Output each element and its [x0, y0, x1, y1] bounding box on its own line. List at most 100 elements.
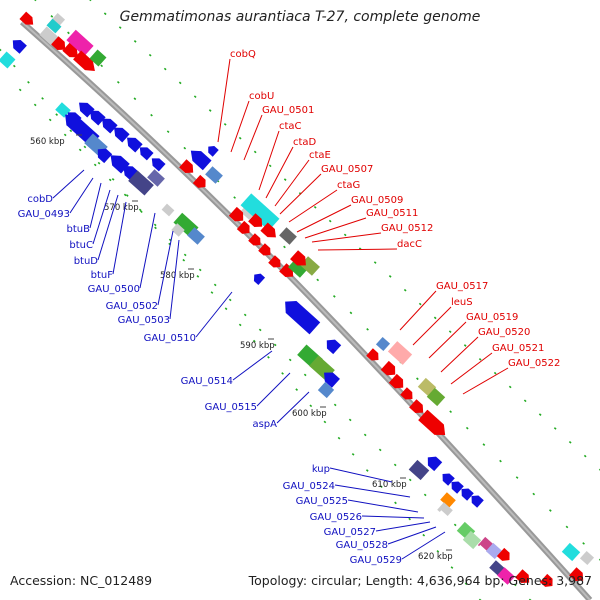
gene-feature-52[interactable] [323, 336, 342, 355]
gene-feature-25[interactable] [128, 170, 154, 196]
gene-feature-4[interactable] [0, 51, 16, 69]
gene-feature-88[interactable] [561, 542, 581, 562]
gene-feature-55[interactable] [320, 368, 340, 388]
gene-label-reverse[interactable]: GAU_0525 [296, 496, 348, 507]
gene-feature-61[interactable] [388, 373, 407, 392]
gene-label-reverse[interactable]: cobD [27, 194, 53, 205]
gene-label-forward[interactable]: GAU_0521 [492, 343, 544, 354]
gene-feature-33[interactable] [205, 166, 223, 184]
gene-feature-59[interactable] [366, 348, 382, 363]
gene-label-forward[interactable]: ctaE [309, 150, 331, 161]
gene-feature-30[interactable] [171, 223, 185, 237]
gene-feature-0[interactable] [19, 11, 36, 29]
gene-label-forward[interactable]: cobQ [230, 49, 256, 60]
gene-feature-35[interactable] [192, 174, 209, 191]
gene-feature-74[interactable] [440, 492, 456, 508]
gene-feature-11[interactable] [55, 102, 71, 118]
gene-feature-70[interactable] [439, 470, 455, 486]
gene-label-reverse[interactable]: btuF [91, 270, 114, 281]
gene-label-forward[interactable]: GAU_0517 [436, 281, 488, 292]
gene-label-forward[interactable]: cobU [249, 91, 274, 102]
gene-feature-78[interactable] [462, 530, 482, 550]
gene-feature-15[interactable] [98, 115, 118, 134]
gene-label-reverse[interactable]: GAU_0500 [88, 284, 140, 295]
gene-label-reverse[interactable]: btuC [69, 240, 93, 251]
gene-feature-26[interactable] [147, 169, 165, 187]
gene-feature-16[interactable] [110, 124, 130, 143]
gene-feature-50[interactable] [251, 271, 266, 286]
gene-label-reverse[interactable]: btuD [74, 256, 99, 267]
gene-feature-87[interactable] [539, 573, 556, 590]
gene-label-reverse[interactable]: GAU_0529 [350, 555, 402, 566]
gene-feature-37[interactable] [240, 193, 280, 231]
gene-feature-2[interactable] [46, 18, 62, 34]
gene-feature-69[interactable] [424, 453, 443, 472]
gene-label-reverse[interactable]: aspA [252, 419, 277, 430]
gene-feature-49[interactable] [290, 250, 310, 270]
gene-feature-57[interactable] [375, 336, 391, 352]
gene-label-reverse[interactable]: GAU_0524 [283, 481, 335, 492]
gene-feature-85[interactable] [515, 569, 533, 587]
gene-feature-56[interactable] [317, 381, 335, 399]
gene-feature-7[interactable] [62, 42, 81, 62]
gene-label-forward[interactable]: GAU_0519 [466, 312, 518, 323]
gene-label-forward[interactable]: GAU_0512 [381, 223, 433, 234]
gene-feature-13[interactable] [75, 99, 95, 118]
gene-label-reverse[interactable]: GAU_0528 [336, 540, 388, 551]
gene-feature-72[interactable] [458, 485, 474, 501]
gene-label-forward[interactable]: GAU_0520 [478, 327, 530, 338]
gene-feature-90[interactable] [569, 567, 587, 585]
gene-feature-17[interactable] [123, 134, 143, 153]
gene-feature-76[interactable] [435, 510, 449, 524]
gene-feature-39[interactable] [260, 222, 279, 242]
gene-label-forward[interactable]: ctaD [293, 137, 317, 148]
gene-feature-62[interactable] [400, 387, 416, 402]
gene-feature-14[interactable] [86, 107, 106, 126]
gene-feature-9[interactable] [73, 50, 99, 76]
gene-label-forward[interactable]: GAU_0501 [262, 105, 314, 116]
gene-label-forward[interactable]: ctaG [337, 180, 360, 191]
gene-feature-29[interactable] [187, 227, 205, 245]
gene-feature-44[interactable] [268, 255, 284, 270]
gene-feature-58[interactable] [387, 341, 413, 365]
gene-feature-3[interactable] [9, 36, 27, 54]
gene-feature-42[interactable] [248, 233, 264, 248]
gene-feature-40[interactable] [248, 213, 266, 231]
gene-feature-31[interactable] [186, 146, 212, 171]
gene-feature-64[interactable] [426, 387, 446, 407]
gene-feature-71[interactable] [448, 478, 464, 494]
gene-label-forward[interactable]: GAU_0522 [508, 358, 560, 369]
gene-label-reverse[interactable]: GAU_0527 [324, 527, 376, 538]
gene-feature-80[interactable] [472, 544, 490, 562]
gene-feature-6[interactable] [51, 36, 69, 54]
gene-label-reverse[interactable]: GAU_0514 [181, 376, 233, 387]
gene-feature-34[interactable] [179, 159, 197, 177]
gene-feature-60[interactable] [380, 360, 399, 379]
gene-feature-46[interactable] [288, 258, 308, 278]
gene-feature-10[interactable] [89, 49, 107, 67]
gene-label-reverse[interactable]: GAU_0526 [310, 512, 362, 523]
gene-feature-8[interactable] [66, 29, 94, 57]
gene-feature-73[interactable] [468, 492, 484, 508]
gene-feature-75[interactable] [437, 502, 453, 518]
gene-feature-89[interactable] [579, 550, 595, 566]
gene-label-reverse[interactable]: GAU_0515 [205, 402, 257, 413]
gene-label-reverse[interactable]: GAU_0493 [18, 209, 70, 220]
gene-feature-22[interactable] [94, 145, 113, 164]
gene-feature-5[interactable] [39, 26, 59, 46]
gene-feature-43[interactable] [258, 243, 274, 258]
gene-label-forward[interactable]: ctaC [279, 121, 302, 132]
gene-feature-27[interactable] [161, 203, 175, 217]
gene-feature-51[interactable] [280, 296, 321, 335]
gene-feature-82[interactable] [496, 547, 513, 564]
gene-label-reverse[interactable]: GAU_0510 [144, 333, 196, 344]
gene-feature-19[interactable] [148, 155, 166, 172]
gene-feature-48[interactable] [279, 227, 297, 245]
gene-feature-67[interactable] [418, 409, 450, 440]
gene-feature-65[interactable] [409, 399, 427, 417]
gene-label-reverse[interactable]: GAU_0502 [106, 301, 158, 312]
gene-label-reverse[interactable]: kup [312, 464, 330, 475]
gene-feature-38[interactable] [228, 206, 247, 225]
gene-label-forward[interactable]: leuS [451, 297, 473, 308]
